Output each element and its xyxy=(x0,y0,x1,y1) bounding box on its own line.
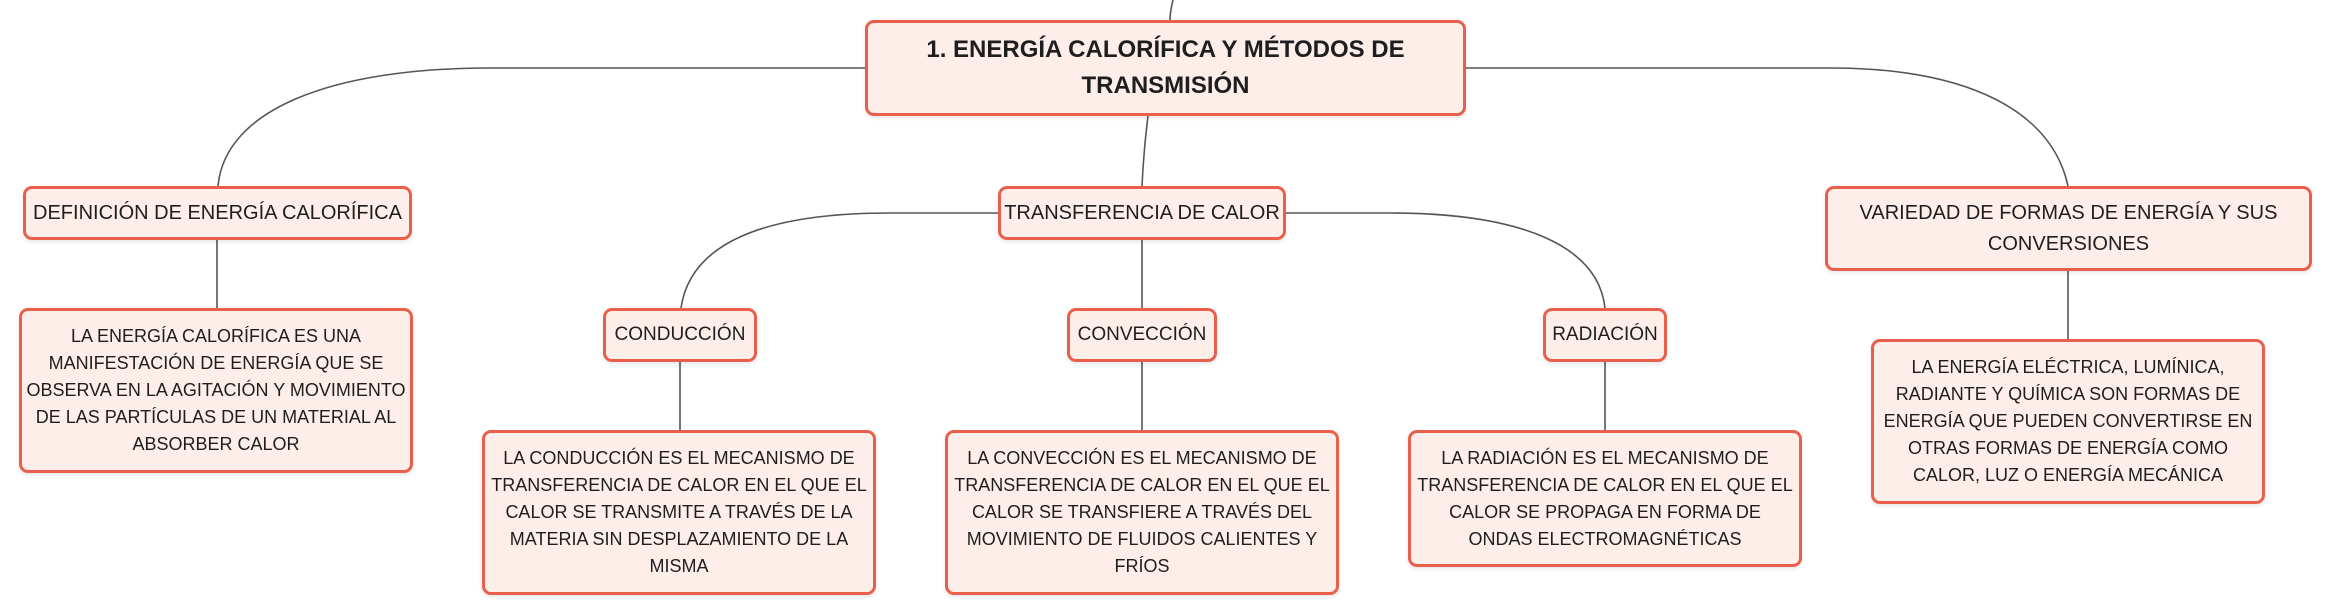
connector-root-definition xyxy=(217,67,865,187)
connector-root-variety xyxy=(1466,67,2069,187)
definition-description-text: LA ENERGÍA CALORÍFICA ES UNA MANIFESTACI… xyxy=(26,326,406,454)
variety-description[interactable]: LA ENERGÍA ELÉCTRICA, LUMÍNICA, RADIANTE… xyxy=(1871,339,2265,504)
subtopic-convection-label: CONVECCIÓN xyxy=(1077,324,1207,345)
topic-variety[interactable]: VARIEDAD DE FORMAS DE ENERGÍA Y SUS CONV… xyxy=(1825,186,2312,271)
radiation-description-text: LA RADIACIÓN ES EL MECANISMO DE TRANSFER… xyxy=(1417,447,1793,549)
conduction-description[interactable]: LA CONDUCCIÓN ES EL MECANISMO DE TRANSFE… xyxy=(482,430,876,595)
connector-parent-root xyxy=(1169,0,1174,21)
topic-definition[interactable]: DEFINICIÓN DE ENERGÍA CALORÍFICA xyxy=(23,186,412,240)
topic-definition-label: DEFINICIÓN DE ENERGÍA CALORÍFICA xyxy=(33,201,402,224)
variety-description-text: LA ENERGÍA ELÉCTRICA, LUMÍNICA, RADIANTE… xyxy=(1883,357,2253,485)
subtopic-conduction[interactable]: CONDUCCIÓN xyxy=(603,308,757,362)
connector-transfer-conduction xyxy=(680,212,998,309)
subtopic-convection[interactable]: CONVECCIÓN xyxy=(1067,308,1217,362)
topic-transfer[interactable]: TRANSFERENCIA DE CALOR xyxy=(998,186,1286,240)
topic-transfer-label: TRANSFERENCIA DE CALOR xyxy=(1004,201,1280,224)
conduction-description-text: LA CONDUCCIÓN ES EL MECANISMO DE TRANSFE… xyxy=(491,448,867,576)
root-title: 1. ENERGÍA CALORÍFICA Y MÉTODOS DE TRANS… xyxy=(926,36,1405,99)
convection-description-text: LA CONVECCIÓN ES EL MECANISMO DE TRANSFE… xyxy=(954,448,1330,576)
topic-variety-label: VARIEDAD DE FORMAS DE ENERGÍA Y SUS CONV… xyxy=(1859,201,2278,255)
definition-description[interactable]: LA ENERGÍA CALORÍFICA ES UNA MANIFESTACI… xyxy=(19,308,413,473)
subtopic-radiation[interactable]: RADIACIÓN xyxy=(1543,308,1667,362)
subtopic-radiation-label: RADIACIÓN xyxy=(1552,324,1658,345)
subtopic-conduction-label: CONDUCCIÓN xyxy=(614,324,746,345)
connector-root-transfer xyxy=(1141,115,1149,187)
root-node[interactable]: 1. ENERGÍA CALORÍFICA Y MÉTODOS DE TRANS… xyxy=(865,20,1466,116)
radiation-description[interactable]: LA RADIACIÓN ES EL MECANISMO DE TRANSFER… xyxy=(1408,430,1802,567)
convection-description[interactable]: LA CONVECCIÓN ES EL MECANISMO DE TRANSFE… xyxy=(945,430,1339,595)
connector-transfer-radiation xyxy=(1286,212,1606,309)
